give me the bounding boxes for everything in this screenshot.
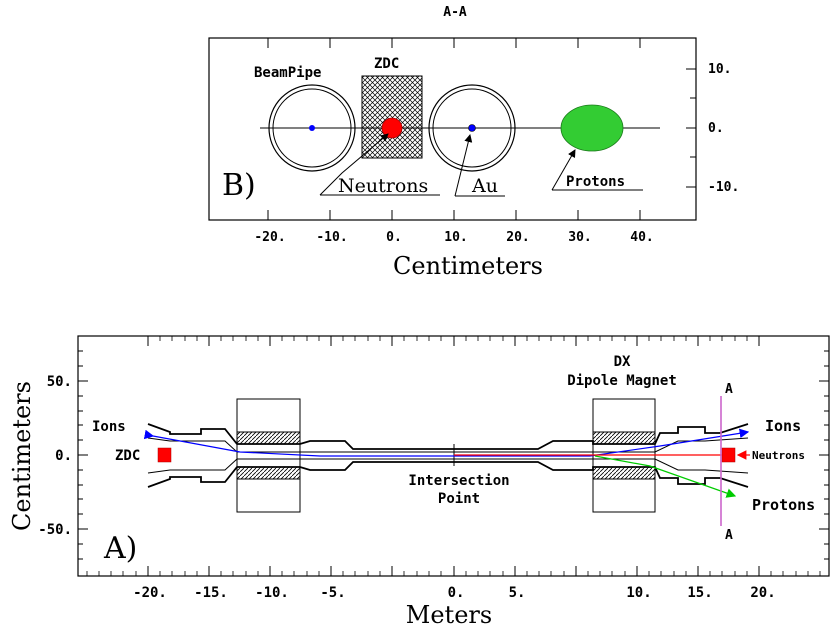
panel-a-ytick: -50. — [38, 522, 72, 538]
label-intersection: Intersection — [408, 473, 509, 489]
zdc-box — [361, 75, 423, 159]
panel-b-ytick: -10. — [708, 180, 739, 195]
panel-a-xtick: -15. — [194, 585, 228, 601]
panel-b: A-A -20. -10. 0. 10. 20. 30. 40. 10. 0. … — [208, 5, 739, 280]
panel-b-xlabel: Centimeters — [393, 252, 543, 280]
panel-b-xtick: 30. — [568, 230, 591, 245]
zdc-left-block — [157, 447, 172, 463]
beampipe-left — [268, 84, 356, 172]
panel-a-ytick: 50. — [47, 374, 72, 390]
beampipe-lower-inner — [147, 458, 749, 474]
panel-a-xtick: 15. — [687, 585, 712, 601]
panel-a-xtick: 5. — [509, 585, 526, 601]
label-ions-right: Ions — [765, 417, 801, 435]
label-protons-b: Protons — [566, 174, 625, 190]
beam-dot-left — [309, 125, 315, 131]
panel-a-xtick: 0. — [448, 585, 465, 601]
label-section-bottom: A — [725, 528, 733, 543]
ion-track-right — [450, 428, 750, 457]
panel-b-title: A-A — [443, 5, 467, 20]
panel-b-ytick: 10. — [708, 62, 731, 77]
panel-b-xtick: -10. — [316, 230, 347, 245]
panel-a-yticks — [78, 350, 829, 560]
panel-a-xtick: 10. — [626, 585, 651, 601]
zdc-right-block — [721, 447, 736, 463]
beampipe-lower-outer — [147, 461, 749, 488]
panel-a-xlabel: Meters — [406, 601, 492, 629]
neutron-spot — [381, 117, 403, 139]
panel-b-ytick: 0. — [708, 121, 724, 136]
proton-spot — [560, 104, 624, 152]
panel-a-ytick: 0. — [55, 448, 72, 464]
beampipe-right — [428, 84, 516, 172]
dx-yoke-top — [592, 431, 656, 445]
panel-a-xtick: -20. — [133, 585, 167, 601]
beampipe-upper-outer — [147, 423, 749, 450]
au-leader — [454, 134, 473, 197]
panel-a-xtick: -5. — [320, 585, 345, 601]
label-zdc-a: ZDC — [115, 448, 140, 464]
label-neutrons-b: Neutrons — [338, 175, 428, 197]
label-protons-a: Protons — [752, 496, 815, 514]
panel-b-xtick: 0. — [386, 230, 402, 245]
label-beampipe: BeamPipe — [254, 65, 321, 81]
ion-track-left — [143, 429, 450, 457]
neutron-leader — [319, 134, 388, 196]
label-au: Au — [471, 175, 498, 197]
left-yoke-top — [236, 431, 301, 445]
protons-leader — [551, 149, 576, 191]
proton-track — [594, 455, 737, 498]
panel-b-ticks — [267, 38, 696, 220]
beampipe-upper-inner — [147, 437, 749, 453]
panel-b-xtick: 10. — [444, 230, 467, 245]
label-zdc-b: ZDC — [374, 56, 399, 72]
panel-b-xtick: -20. — [254, 230, 285, 245]
panel-a-xtick: -10. — [255, 585, 289, 601]
au-dot — [468, 124, 476, 132]
panel-a-minor-xticks — [86, 336, 821, 576]
panel-a-xtick: 20. — [750, 585, 775, 601]
left-yoke-bottom — [236, 466, 301, 480]
panel-b-frame — [208, 37, 697, 221]
dx-yoke-bottom — [592, 466, 656, 480]
label-point: Point — [438, 491, 480, 507]
label-dx: DX — [614, 354, 631, 370]
panel-a-label: A) — [103, 531, 137, 566]
panel-b-label: B) — [222, 168, 256, 203]
panel-a-ylabel: Centimeters — [8, 381, 36, 531]
panel-a-xticks — [147, 336, 760, 576]
left-magnet-box — [236, 398, 301, 513]
panel-b-xtick: 40. — [630, 230, 653, 245]
panel-a: -20. -15. -10. -5. 0. 5. 10. 15. 20. 50.… — [8, 335, 830, 629]
panel-b-xtick: 20. — [506, 230, 529, 245]
label-ions-left: Ions — [92, 419, 126, 435]
label-neutrons-a: Neutrons — [752, 449, 805, 462]
label-dipole-magnet: Dipole Magnet — [567, 373, 677, 389]
label-section-top: A — [725, 382, 733, 397]
